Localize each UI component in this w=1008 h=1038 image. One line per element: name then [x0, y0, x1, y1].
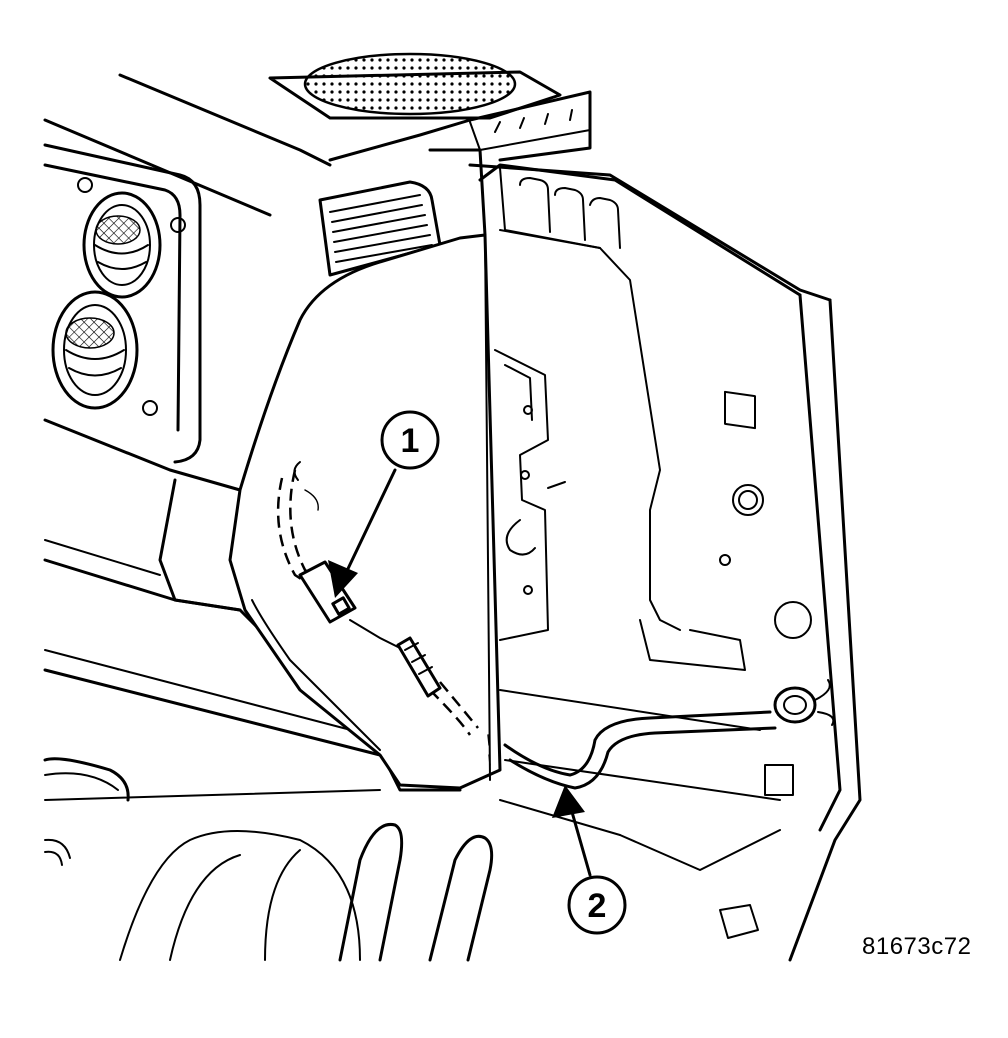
callout-1-label: 1: [401, 422, 420, 460]
side-trim-panel: [228, 233, 502, 790]
lower-console: [43, 757, 781, 962]
antenna-cable: [503, 679, 835, 790]
pillar-panel: [428, 148, 862, 962]
callout-2-label: 2: [588, 887, 607, 925]
instrument-panel-top: [43, 73, 592, 217]
upper-air-vent: [82, 191, 162, 299]
antenna-connector: [298, 560, 442, 698]
callout-2: 2: [567, 875, 627, 935]
callout-1-arrow: [328, 468, 397, 598]
callout-1: 1: [380, 410, 440, 470]
figure-id: 81673c72: [862, 933, 972, 960]
callout-2-arrow: [552, 785, 592, 877]
lower-air-vent: [51, 290, 139, 410]
speaker-grille: [268, 52, 562, 120]
left-vent-bezel: [43, 143, 202, 464]
latch-bracket: [494, 349, 566, 641]
wiring-harness-hidden: [276, 461, 479, 736]
